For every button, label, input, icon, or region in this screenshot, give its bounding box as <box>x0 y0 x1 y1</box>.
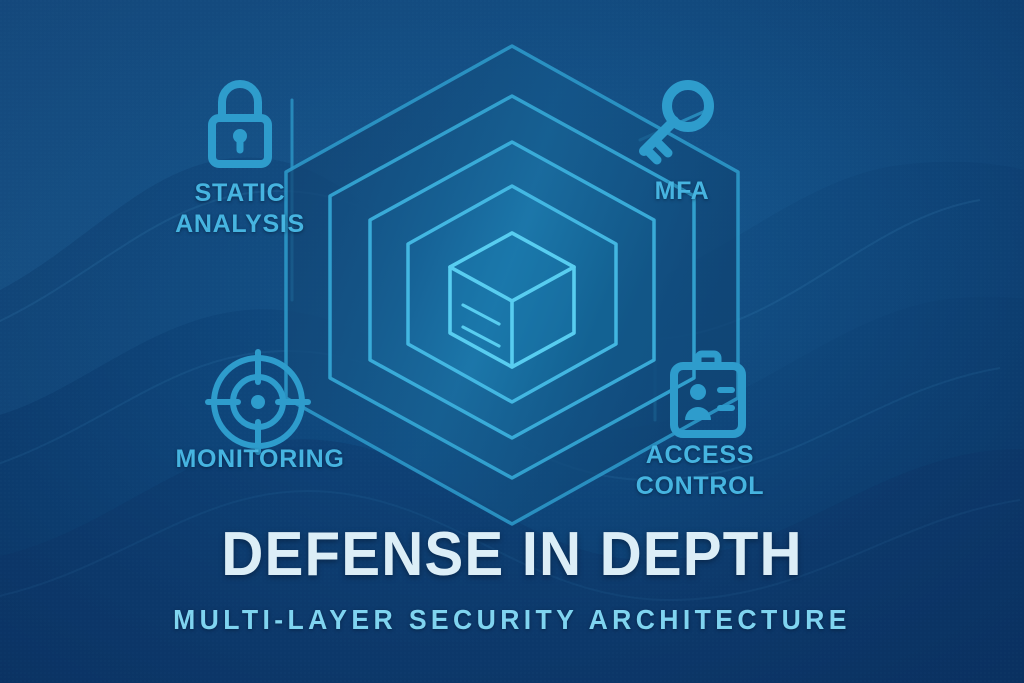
cube-icon <box>448 231 576 369</box>
page-subtitle: MULTI-LAYER SECURITY ARCHITECTURE <box>173 604 851 635</box>
id-badge-icon[interactable] <box>670 350 746 438</box>
shield-ring-4 <box>406 184 618 404</box>
node-label-static-analysis: STATIC ANALYSIS <box>175 179 305 238</box>
lock-icon[interactable] <box>208 80 272 168</box>
node-label-access-control: ACCESS CONTROL <box>635 441 765 500</box>
page-title: DEFENSE IN DEPTH <box>221 520 803 589</box>
title-block: DEFENSE IN DEPTH MULTI-LAYER SECURITY AR… <box>0 524 1024 634</box>
node-label-mfa: MFA <box>654 177 710 205</box>
target-icon[interactable] <box>205 349 311 455</box>
node-label-monitoring: MONITORING <box>175 445 345 473</box>
key-icon[interactable] <box>639 80 714 165</box>
